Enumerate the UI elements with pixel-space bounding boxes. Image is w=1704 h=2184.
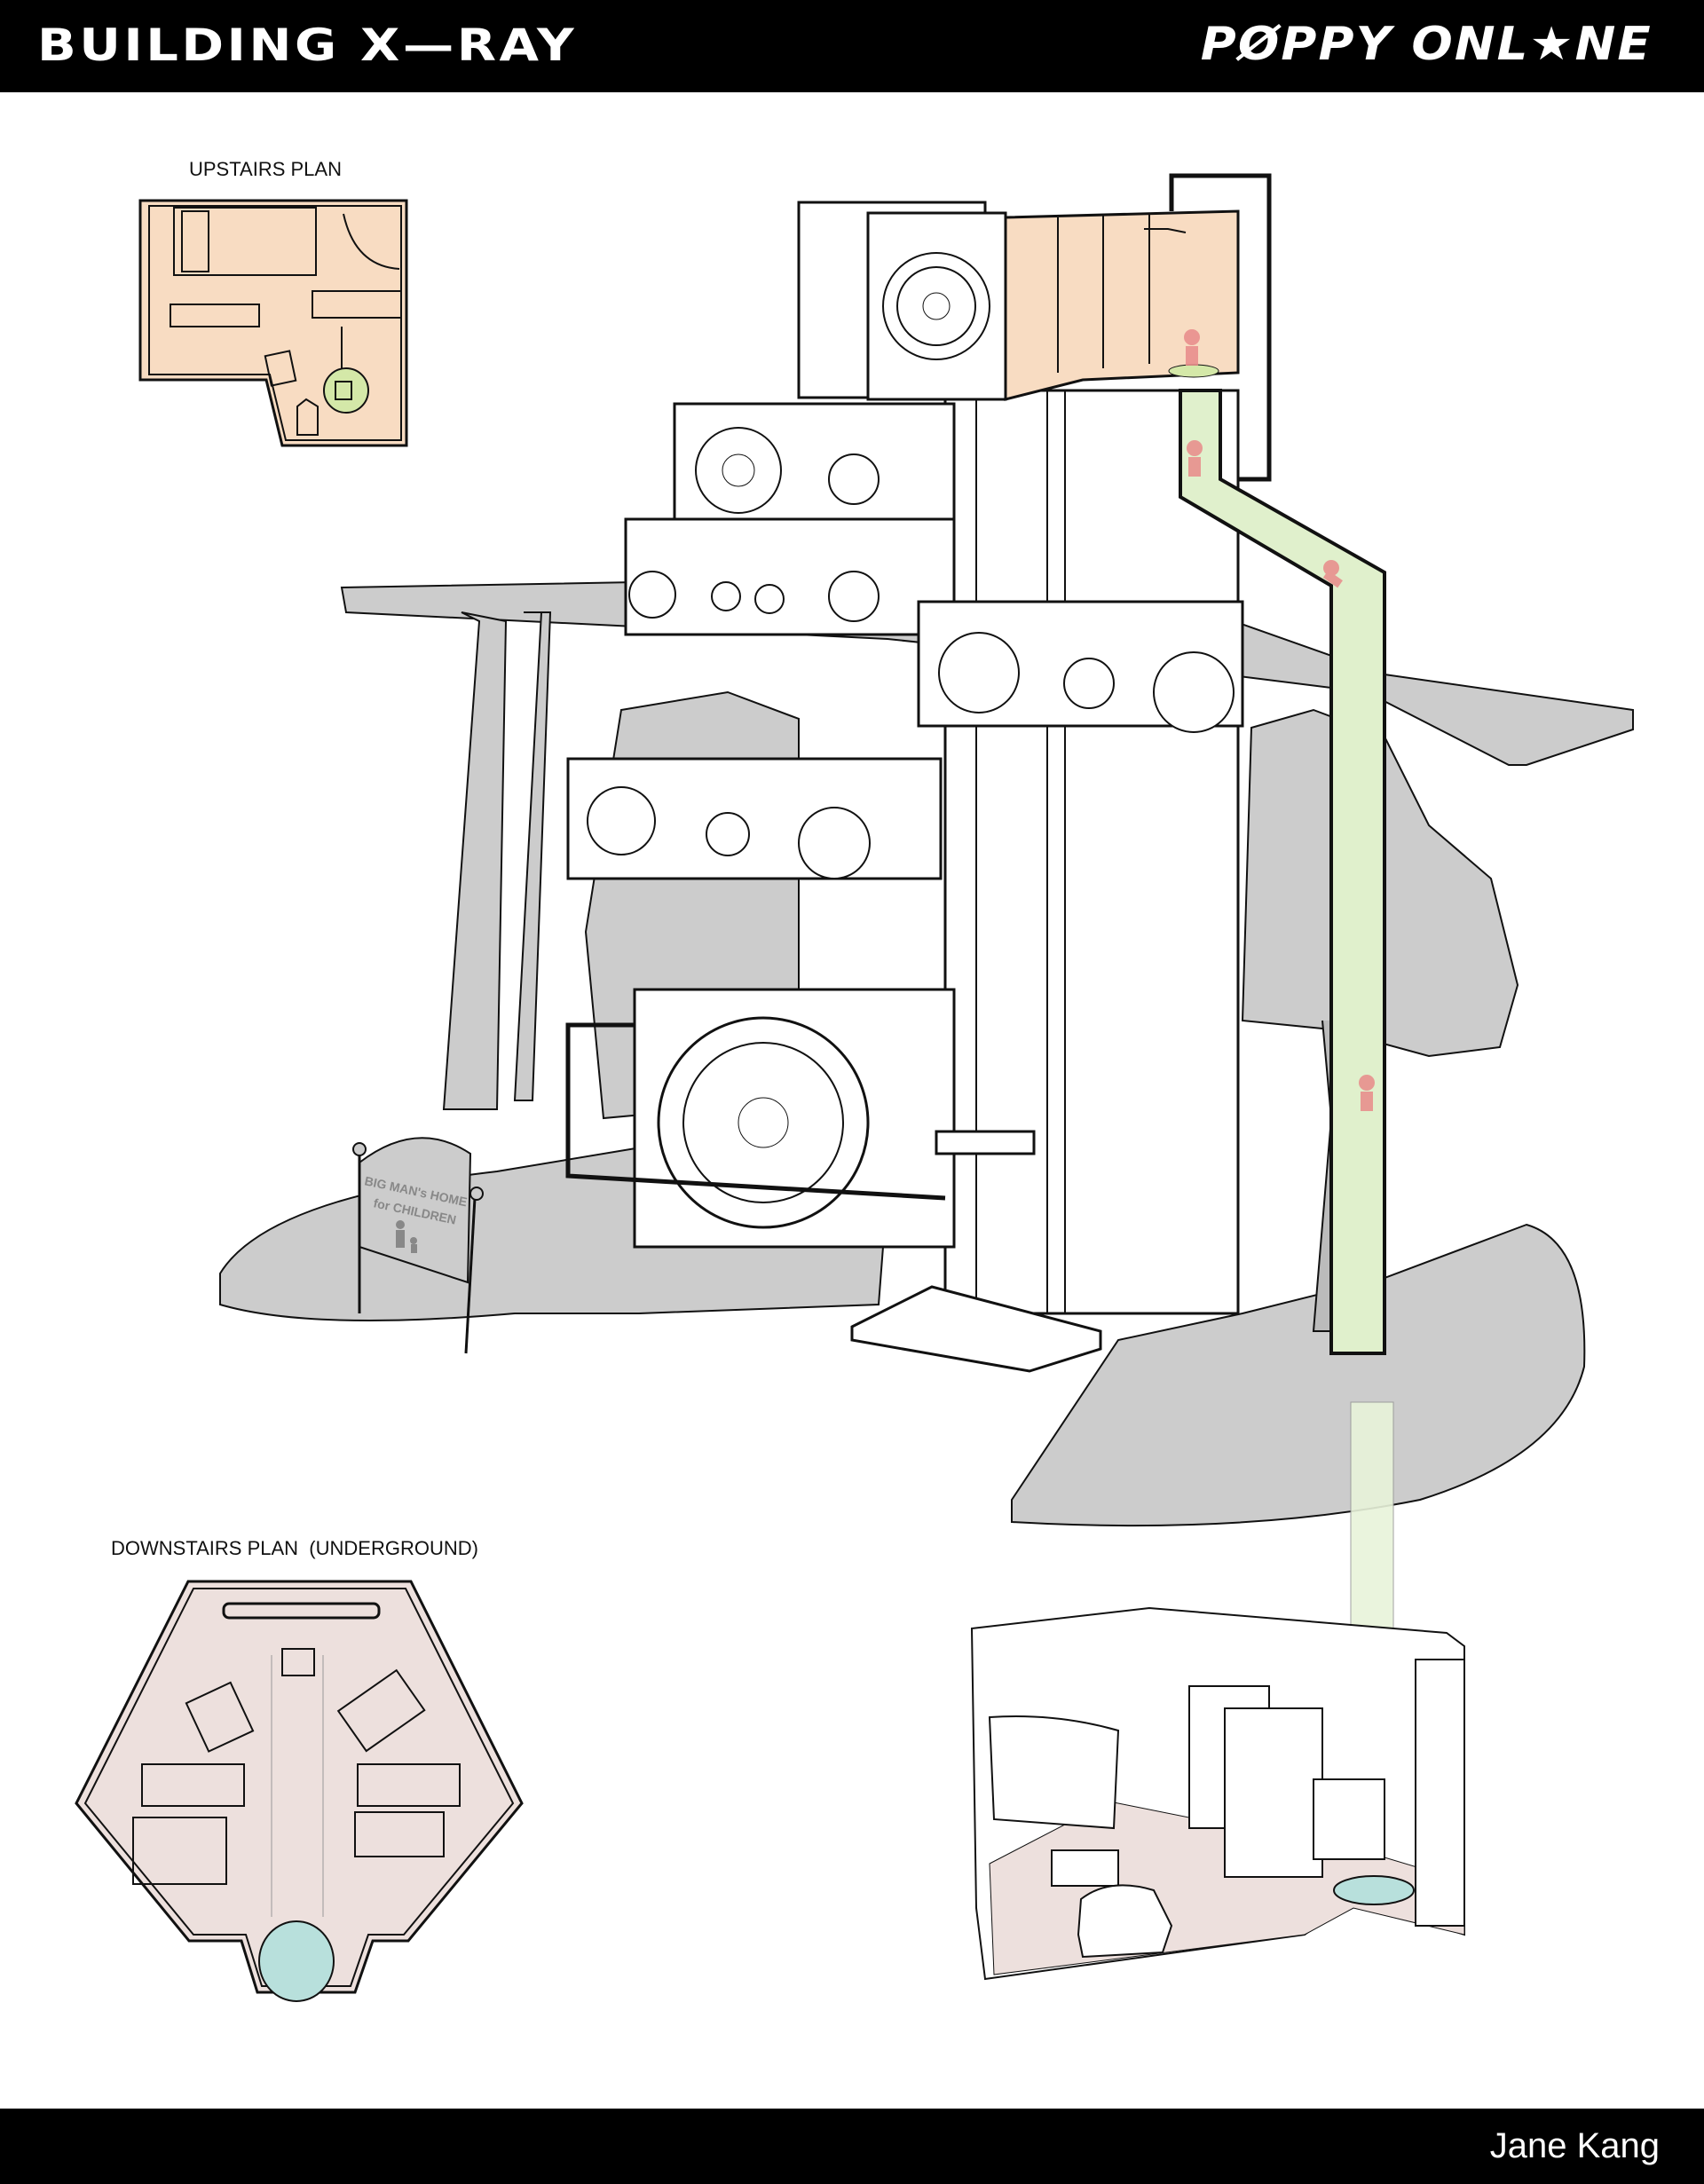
door-swing <box>343 213 400 270</box>
fan-box-3 <box>624 517 956 636</box>
central-column <box>943 389 1240 1315</box>
shower-head <box>1144 228 1187 233</box>
building <box>565 173 1272 1373</box>
basement-door <box>1415 1659 1465 1927</box>
upstairs-room <box>1004 209 1240 401</box>
downstairs-pad <box>258 1920 335 2002</box>
basement-pad <box>1333 1875 1415 1905</box>
page-title: BUILDING X—RAY <box>37 20 578 71</box>
upstairs-plan-label: UPSTAIRS PLAN <box>189 158 342 180</box>
server-rack-2 <box>1224 1707 1323 1878</box>
upstairs-pad <box>1168 364 1219 378</box>
teleport-marker <box>323 367 369 414</box>
toilet <box>296 398 319 436</box>
sofa <box>1077 1884 1173 1959</box>
box-left <box>185 1681 255 1753</box>
sink <box>264 350 297 387</box>
desk <box>170 304 260 327</box>
basement-cutaway <box>970 1606 1465 1981</box>
upstairs-plan <box>138 199 408 447</box>
bed-left <box>132 1817 227 1885</box>
sign: BIG MAN's HOME for CHILDREN <box>352 1137 484 1354</box>
adult-child-icon <box>396 1220 417 1253</box>
downstairs-floor <box>75 1580 524 1994</box>
console <box>1313 1778 1385 1860</box>
pipe-top <box>1169 173 1272 482</box>
entrance-shelf <box>935 1130 1036 1155</box>
character-upstairs <box>1184 329 1200 366</box>
downstairs-plan-label: DOWNSTAIRS PLAN (UNDERGROUND) <box>111 1537 478 1559</box>
pipe-left <box>565 1022 946 1201</box>
entrance-steps <box>850 1285 1102 1373</box>
brand-logo: PØPPY ONL★NE <box>1200 18 1653 71</box>
desk <box>1051 1849 1119 1887</box>
box-right <box>336 1668 426 1753</box>
character-chute-1 <box>1187 440 1203 477</box>
console-desk <box>222 1602 381 1620</box>
counter <box>312 290 402 319</box>
sofa-right <box>354 1811 445 1857</box>
left-counter <box>141 1763 245 1807</box>
right-counter <box>357 1763 461 1807</box>
header-bar: BUILDING X—RAY PØPPY ONL★NE <box>0 0 1704 92</box>
monitor-wall <box>988 1715 1120 1830</box>
ground-right <box>1011 1223 1586 1527</box>
character-chute-3 <box>1359 1075 1375 1111</box>
bed <box>173 207 317 276</box>
upstairs-floor <box>138 199 408 447</box>
footer-bar: Jane Kang <box>0 2109 1704 2184</box>
character-chute-2 <box>1322 560 1343 588</box>
chair <box>281 1648 315 1676</box>
artist-credit: Jane Kang <box>1489 2126 1660 2165</box>
downstairs-plan <box>75 1580 524 2002</box>
